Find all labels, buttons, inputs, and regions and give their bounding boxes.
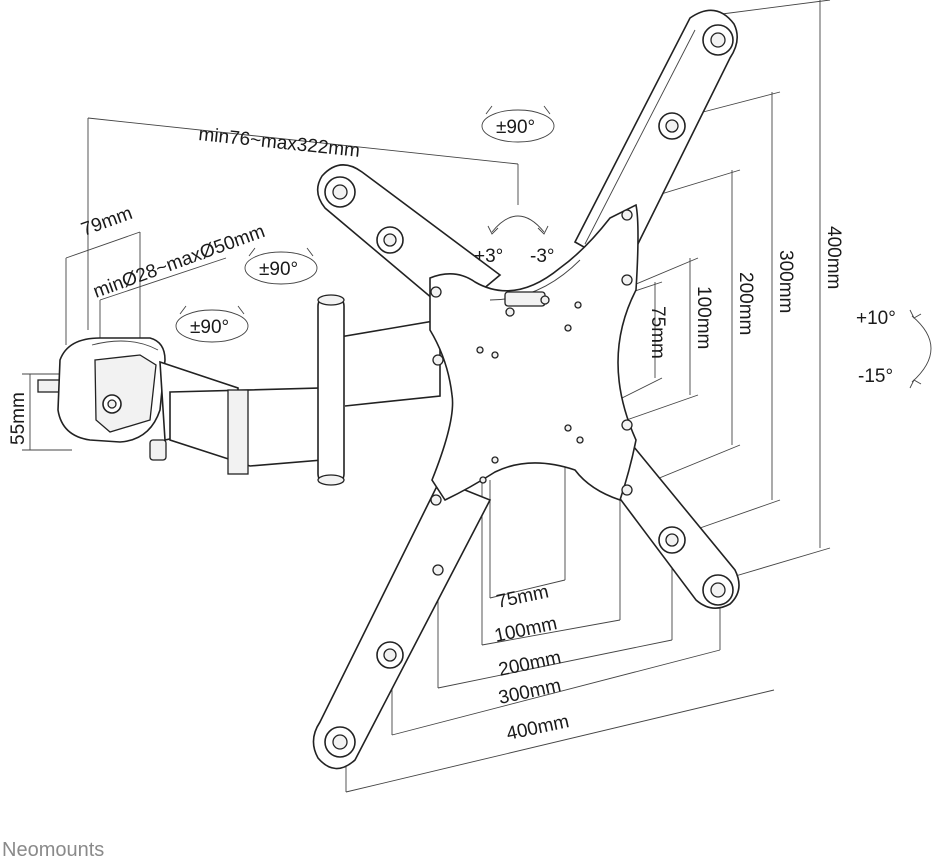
clamp-height-label: 55mm: [8, 392, 29, 445]
rotation-markers: [175, 105, 932, 389]
rotation-mid-label: ±90°: [259, 259, 298, 280]
clamp-depth-label: 79mm: [79, 203, 136, 241]
vertical-75-label: 75mm: [647, 306, 668, 359]
vertical-200-label: 200mm: [735, 272, 756, 335]
vesa-plate: [312, 9, 740, 770]
rotation-arm-label: ±90°: [190, 317, 229, 338]
horizontal-75-label: 75mm: [495, 581, 551, 613]
tilt-down-label: -15°: [858, 366, 893, 387]
horizontal-300-label: 300mm: [497, 675, 563, 709]
arm-reach-label: min76~max322mm: [197, 124, 360, 162]
vertical-300-label: 300mm: [775, 250, 796, 313]
pole-clamp: [37, 337, 167, 461]
tilt-up-label: +10°: [856, 308, 896, 329]
vertical-100-label: 100mm: [693, 286, 714, 349]
vertical-400-label: 400mm: [823, 226, 844, 289]
arm: [159, 294, 441, 486]
dimension-lines: [22, 0, 831, 793]
pole-diameter-label: minØ28~maxØ50mm: [91, 221, 268, 303]
horizontal-400-label: 400mm: [505, 711, 571, 745]
horizontal-100-label: 100mm: [493, 613, 559, 647]
brand-logo: Neomounts: [2, 839, 104, 861]
tilt-plus-label: +3°: [474, 246, 503, 267]
rotation-top-label: ±90°: [496, 117, 535, 138]
tilt-minus-label: -3°: [530, 246, 555, 267]
